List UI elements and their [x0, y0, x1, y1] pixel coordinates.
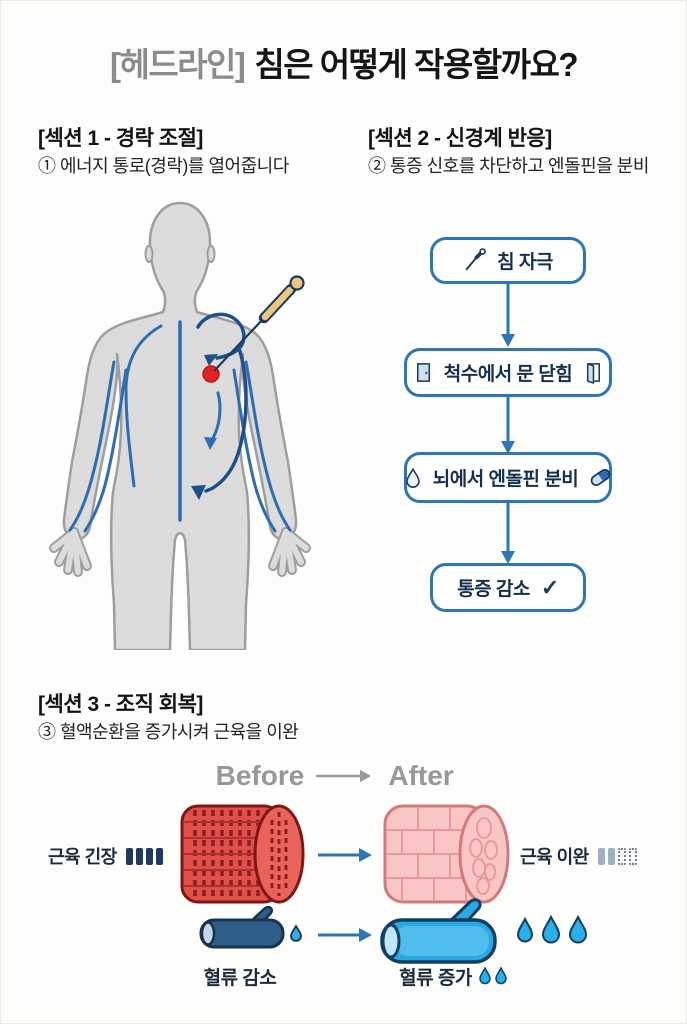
blood-decrease-label: 혈류 감소 — [185, 963, 295, 990]
flow-step-label: 침 자극 — [497, 252, 553, 273]
ear-right — [206, 245, 216, 263]
needle-icon — [465, 248, 487, 271]
section1-subtitle: ① 에너지 통로(경락)를 열어줍니다 — [38, 156, 289, 176]
qi-flow-arrows — [196, 312, 248, 493]
flow-step-label: 척수에서 문 닫힘 — [443, 364, 573, 385]
tension-meter-bar — [125, 847, 133, 865]
small-droplets-icon — [479, 965, 507, 984]
blood-transition-arrow — [318, 928, 372, 942]
headline-prefix: [헤드라인] — [109, 46, 246, 83]
muscle-relaxed-label: 근육 이완 — [520, 843, 637, 869]
tension-meter-bar — [155, 847, 163, 865]
blood-increase-text: 혈류 증가 — [399, 968, 472, 989]
tension-meter-bar — [145, 847, 153, 865]
tense-muscle-illustration — [180, 804, 305, 904]
relax-meter-bar-empty — [617, 847, 626, 865]
headline-text: 침은 어떻게 작용할까요? — [254, 46, 578, 83]
capsule-icon — [590, 468, 611, 487]
muscle-transition-arrow — [318, 848, 372, 862]
small-droplet-icon — [290, 924, 302, 942]
after-label: After — [388, 760, 454, 791]
relax-meter-bar — [597, 847, 605, 865]
door-closed-icon — [416, 363, 430, 382]
flow-arrow-down-2 — [501, 396, 515, 454]
flow-step-pain-reduced: 통증 감소 ✓ — [430, 563, 586, 612]
ear-left — [144, 245, 154, 263]
droplet-icon — [406, 467, 420, 488]
flow-step-spine-gate: 척수에서 문 닫힘 — [404, 348, 612, 397]
page-title: [헤드라인]침은 어떻게 작용할까요? — [0, 38, 687, 86]
relaxed-muscle-illustration — [383, 804, 510, 904]
wide-vessel-illustration — [380, 898, 497, 964]
flow-step-needle: 침 자극 — [430, 237, 586, 284]
relax-meter-bar — [607, 847, 615, 865]
muscle-tension-text: 근육 긴장 — [48, 847, 117, 867]
droplets-group-icon — [516, 914, 588, 944]
acupuncture-needle — [213, 275, 305, 372]
flow-step-endorphin: 뇌에서 엔돌핀 분비 — [404, 452, 612, 503]
flow-step-label: 통증 감소 — [457, 579, 530, 600]
door-open-icon — [587, 363, 601, 384]
muscle-relaxed-text: 근육 이완 — [520, 847, 589, 867]
section2-subtitle: ② 통증 신호를 차단하고 엔돌핀을 분비 — [368, 156, 649, 176]
blood-decrease-text: 혈류 감소 — [203, 968, 277, 989]
before-label: Before — [215, 760, 305, 791]
blood-increase-label: 혈류 증가 — [390, 963, 520, 990]
flow-arrow-down-3 — [501, 502, 515, 564]
section2-title: [섹션 2 - 신경계 반응] — [368, 127, 552, 150]
qi-arrowheads — [191, 354, 218, 500]
checkmark-icon: ✓ — [540, 574, 559, 600]
meridian-lines — [68, 320, 292, 533]
section3-subtitle: ③ 혈액순환을 증가시켜 근육을 이완 — [38, 722, 299, 742]
section3-title: [섹션 3 - 조직 회복] — [38, 693, 203, 716]
narrow-vessel-illustration — [199, 905, 302, 949]
muscle-tension-label: 근육 긴장 — [48, 843, 163, 869]
section1-title: [섹션 1 - 경락 조절] — [38, 127, 203, 150]
tension-meter-bar — [135, 847, 143, 865]
flow-step-label: 뇌에서 엔돌핀 분비 — [432, 469, 579, 490]
flow-arrow-down-1 — [501, 283, 515, 347]
hand-fingers — [49, 527, 311, 577]
before-after-arrow — [316, 770, 371, 782]
relax-meter-bar-empty — [628, 847, 637, 865]
body-meridian-figure — [49, 201, 311, 650]
